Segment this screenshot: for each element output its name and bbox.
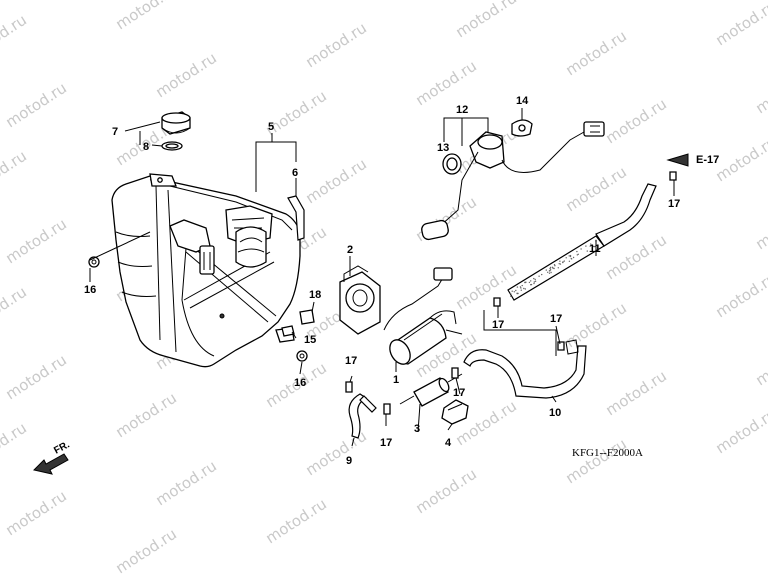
watermark-text: motod.ru: [0, 419, 30, 472]
callout-3: 3: [414, 423, 420, 435]
filler-cap: [161, 111, 191, 151]
fuel-pump-unit: [421, 119, 605, 241]
watermark-text: motod.ru: [752, 65, 768, 118]
callout-10: 10: [549, 407, 561, 419]
front-arrow-icon: [33, 453, 69, 475]
hose-part-9-end: [359, 395, 377, 413]
watermark-text: motod.ru: [602, 367, 670, 420]
callout-17-a: 17: [345, 355, 357, 367]
front-direction: FR.: [33, 439, 72, 475]
callout-labels: 7 8 5 6 16 2 18 15 16 12 14 13 17 1 17 1…: [84, 95, 680, 467]
leader-lines: [89, 108, 675, 447]
watermark-text: motod.ru: [0, 147, 30, 200]
hose-part-9: [348, 393, 368, 439]
part-3-filter: [399, 373, 463, 407]
watermark-text: motod.ru: [2, 79, 70, 132]
watermark-text: motod.ru: [602, 95, 670, 148]
watermark-text: motod.ru: [562, 435, 630, 488]
callout-15: 15: [304, 334, 316, 346]
callout-17-c: 17: [550, 313, 562, 325]
callout-17-b: 17: [492, 319, 504, 331]
watermark-text: motod.ru: [712, 133, 768, 186]
ref-page-label: E-17: [696, 154, 719, 166]
watermark-text: motod.ru: [2, 351, 70, 404]
callout-1: 1: [393, 374, 399, 386]
callout-16-right: 16: [294, 377, 306, 389]
watermark-text: motod.ru: [712, 0, 768, 49]
callout-14: 14: [516, 95, 529, 107]
callout-18: 18: [309, 289, 321, 301]
callout-12: 12: [456, 104, 468, 116]
watermark-text: motod.ru: [712, 269, 768, 322]
watermark-text: motod.ru: [2, 487, 70, 540]
watermark-text: motod.ru: [112, 389, 180, 442]
watermark-text: motod.ru: [152, 49, 220, 102]
callout-4: 4: [445, 437, 452, 449]
watermark-text: motod.ru: [752, 201, 768, 254]
callout-13: 13: [437, 142, 449, 154]
watermark-text: motod.ru: [0, 11, 30, 64]
callout-5: 5: [268, 121, 274, 133]
diagram-code: KFG1--F2000A: [572, 447, 643, 459]
watermark-text: motod.ru: [262, 495, 330, 548]
fuel-tank: [111, 173, 301, 368]
watermark-text: motod.ru: [412, 465, 480, 518]
callout-16-left: 16: [84, 284, 96, 296]
callout-11: 11: [589, 243, 601, 255]
watermark-text: motod.ru: [562, 27, 630, 80]
clips-and-bolts: [88, 171, 677, 415]
part-4-clamp: [441, 399, 469, 425]
callout-7: 7: [112, 126, 118, 138]
watermark-text: motod.ru: [302, 155, 370, 208]
callout-9: 9: [346, 455, 352, 467]
watermark-text: motod.ru: [2, 215, 70, 268]
watermark-text: motod.ru: [152, 457, 220, 510]
callout-8: 8: [143, 141, 149, 153]
watermark-text: motod.ru: [0, 283, 30, 336]
watermark-text: motod.ru: [712, 405, 768, 458]
callout-17-f: 17: [668, 198, 680, 210]
callout-17-d: 17: [453, 387, 465, 399]
part-2-valve: [339, 265, 381, 335]
callout-2: 2: [347, 244, 353, 256]
page-reference: E-17: [666, 153, 719, 167]
part-1-pump: [383, 267, 463, 365]
watermark-text: motod.ru: [412, 193, 480, 246]
front-label: FR.: [52, 439, 72, 456]
callout-6: 6: [292, 167, 298, 179]
watermark-text: motod.ru: [562, 299, 630, 352]
watermark-text: motod.ru: [112, 0, 180, 33]
callout-17-e: 17: [380, 437, 392, 449]
watermark-text: motod.ru: [452, 261, 520, 314]
watermark-text: motod.ru: [452, 0, 520, 41]
watermark-text: motod.ru: [752, 337, 768, 390]
watermark-text: motod.ru: [112, 525, 180, 576]
hose-part-10: [463, 345, 587, 399]
watermark-text: motod.ru: [302, 19, 370, 72]
watermark-text: motod.ru: [562, 163, 630, 216]
watermark-text: motod.ru: [302, 427, 370, 480]
watermark-text: motod.ru: [412, 57, 480, 110]
tube-part-11: [507, 183, 657, 301]
